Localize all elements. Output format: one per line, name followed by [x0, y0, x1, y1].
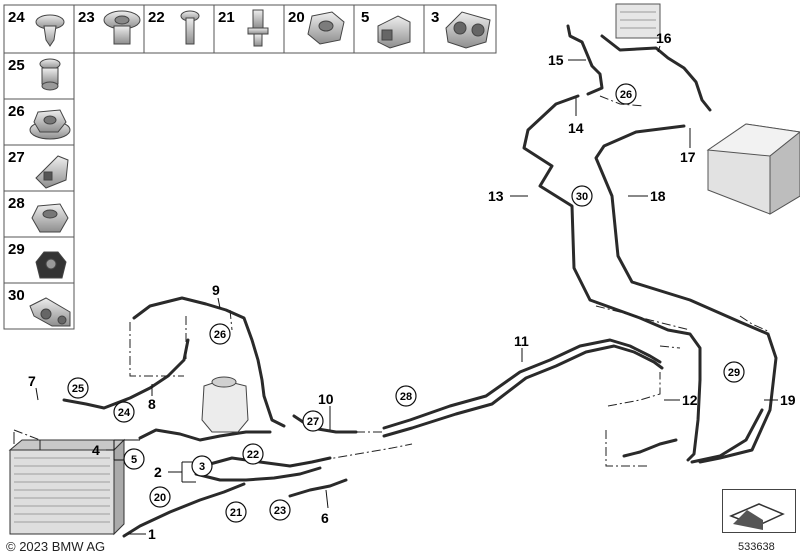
- line-16: [600, 34, 712, 112]
- copyright-text: © 2023 BMW AG: [6, 539, 106, 554]
- circled-callout-labels: 3 5 20 21 22 23 24 25 26 26 27 28 29 30: [72, 89, 740, 519]
- callout-15: 15: [548, 52, 564, 68]
- table-part-illustrations: [29, 9, 491, 327]
- spreading-rivet-icon: [35, 14, 65, 47]
- circled-callout-28: 28: [400, 391, 412, 403]
- callout-7: 7: [28, 373, 36, 389]
- callout-19: 19: [780, 392, 796, 408]
- line-12: [622, 438, 678, 458]
- callout-leaders: [35, 45, 778, 535]
- support-icon: [29, 297, 71, 327]
- circled-callout-26-left: 26: [214, 329, 226, 341]
- line-6: [288, 478, 348, 498]
- circled-callout-24: 24: [118, 407, 131, 419]
- cell-number-24: 24: [8, 9, 25, 26]
- expanding-nut-icon: [103, 10, 141, 45]
- hex-nut-icon: [307, 11, 345, 45]
- drawing-id: 533638: [738, 541, 775, 553]
- callout-17: 17: [680, 149, 696, 165]
- callout-18: 18: [650, 188, 666, 204]
- callout-2: 2: [154, 464, 162, 480]
- circled-callout-20: 20: [154, 492, 166, 504]
- collar-nut-icon: [31, 203, 69, 233]
- cell-number-5: 5: [361, 9, 369, 26]
- callout-12: 12: [682, 392, 698, 408]
- cell-number-29: 29: [8, 241, 25, 258]
- callout-16: 16: [656, 30, 672, 46]
- high-voltage-battery: [706, 123, 800, 215]
- line-4: [138, 428, 272, 442]
- callout-11: 11: [514, 333, 529, 349]
- callout-9: 9: [212, 282, 220, 298]
- routing-frames: [13, 432, 41, 450]
- cell-number-28: 28: [8, 195, 25, 212]
- callout-14: 14: [568, 120, 584, 136]
- navigation-arrow-icon[interactable]: [722, 489, 796, 533]
- circled-callout-3: 3: [199, 461, 205, 473]
- callout-6: 6: [321, 510, 329, 526]
- circled-callout-5: 5: [131, 454, 137, 466]
- cell-number-23: 23: [78, 9, 95, 26]
- line-holder-icon: [35, 155, 69, 189]
- line-1: [122, 482, 246, 538]
- line-13: [522, 94, 702, 462]
- double-clip-icon: [445, 11, 491, 49]
- cell-number-26: 26: [8, 103, 25, 120]
- screw-icon: [180, 10, 200, 45]
- circled-callout-22: 22: [247, 449, 259, 461]
- cell-number-25: 25: [8, 57, 25, 74]
- circled-callout-26-top: 26: [620, 89, 632, 101]
- stud-bolt-icon: [247, 9, 269, 47]
- line-19: [690, 408, 764, 464]
- line-11: [382, 338, 662, 430]
- line-8: [62, 338, 190, 410]
- line-9: [132, 296, 286, 428]
- clip-icon: [35, 251, 67, 279]
- cell-number-22: 22: [148, 9, 165, 26]
- circled-callout-25: 25: [72, 383, 84, 395]
- holder-bracket-icon: [377, 15, 411, 49]
- arrow-glyph: [729, 503, 785, 530]
- table-numbers: 24 23 22 21 20 5 3 25 26 27 28 29 30: [8, 9, 439, 304]
- callout-8: 8: [148, 396, 156, 412]
- circled-callout-23: 23: [274, 505, 286, 517]
- parts-table: [3, 4, 497, 330]
- circled-callout-29: 29: [728, 367, 740, 379]
- cell-number-20: 20: [288, 9, 305, 26]
- line-2: [194, 466, 322, 482]
- callout-10: 10: [318, 391, 334, 407]
- dash-dot-routing: [13, 95, 771, 467]
- coolant-lines: [62, 24, 778, 538]
- heat-exchanger: [615, 3, 661, 39]
- circled-callout-21: 21: [230, 507, 242, 519]
- cell-number-21: 21: [218, 9, 235, 26]
- plastic-nut-icon: [39, 58, 61, 91]
- line-15: [566, 24, 604, 96]
- flange-nut-icon: [29, 109, 71, 140]
- cell-number-27: 27: [8, 149, 25, 166]
- callout-labels: 1 2 4 6 7 8 9 10 11 12 13 14 15 16 17 18…: [28, 30, 796, 542]
- expansion-tank: [201, 376, 249, 433]
- line-18: [594, 124, 778, 464]
- circled-callout-30: 30: [576, 191, 588, 203]
- cell-number-30: 30: [8, 287, 25, 304]
- circled-callout-27: 27: [307, 416, 319, 428]
- cell-number-3: 3: [431, 9, 439, 26]
- callout-4: 4: [92, 442, 100, 458]
- radiator: [8, 438, 126, 536]
- callout-1: 1: [148, 526, 156, 542]
- circled-callouts: [67, 83, 745, 523]
- callout-13: 13: [488, 188, 504, 204]
